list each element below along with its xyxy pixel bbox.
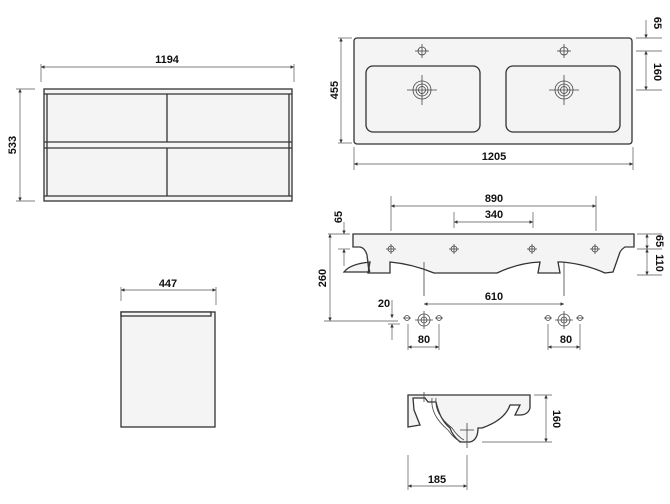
section-height-label: 160 — [550, 410, 562, 428]
cabinet-front-view: 1194 533 — [7, 54, 295, 202]
drain-left — [407, 75, 437, 105]
tap-hole-left — [415, 44, 429, 58]
tap-marks — [386, 244, 600, 254]
tap-offset-label: 65 — [651, 17, 663, 29]
cabinet-side-view: 447 — [120, 278, 217, 428]
drain-right — [549, 75, 579, 105]
basin-front-view: 890 340 65 260 65 110 610 20 — [317, 193, 665, 350]
basin-top-view: 455 1205 65 160 — [329, 17, 663, 170]
waste-fitting-left — [403, 311, 443, 329]
tap-span-inner-label: 340 — [485, 209, 503, 221]
basin-section-view: 160 185 — [407, 392, 562, 490]
waste-fitting-right — [544, 311, 584, 329]
basin-depth-label: 455 — [329, 81, 341, 99]
cabinet-width-label: 1194 — [155, 54, 180, 66]
total-height-label: 260 — [317, 269, 329, 287]
cabinet-height-label: 533 — [7, 136, 19, 154]
right-top-label: 65 — [653, 235, 665, 247]
waste-left-label: 80 — [418, 334, 430, 346]
cabinet-depth-label: 447 — [159, 278, 177, 290]
waste-right-label: 80 — [560, 334, 572, 346]
right-lower-label: 110 — [653, 254, 665, 272]
drain-offset-label: 160 — [651, 63, 663, 81]
top-thickness-label: 65 — [333, 211, 345, 223]
tap-hole-right — [557, 44, 571, 58]
tap-span-outer-label: 890 — [485, 193, 503, 205]
drain-drop-label: 20 — [378, 298, 390, 310]
drain-spacing-label: 610 — [485, 291, 503, 303]
basin-width-label: 1205 — [482, 151, 506, 163]
section-drain-offset-label: 185 — [428, 474, 446, 486]
